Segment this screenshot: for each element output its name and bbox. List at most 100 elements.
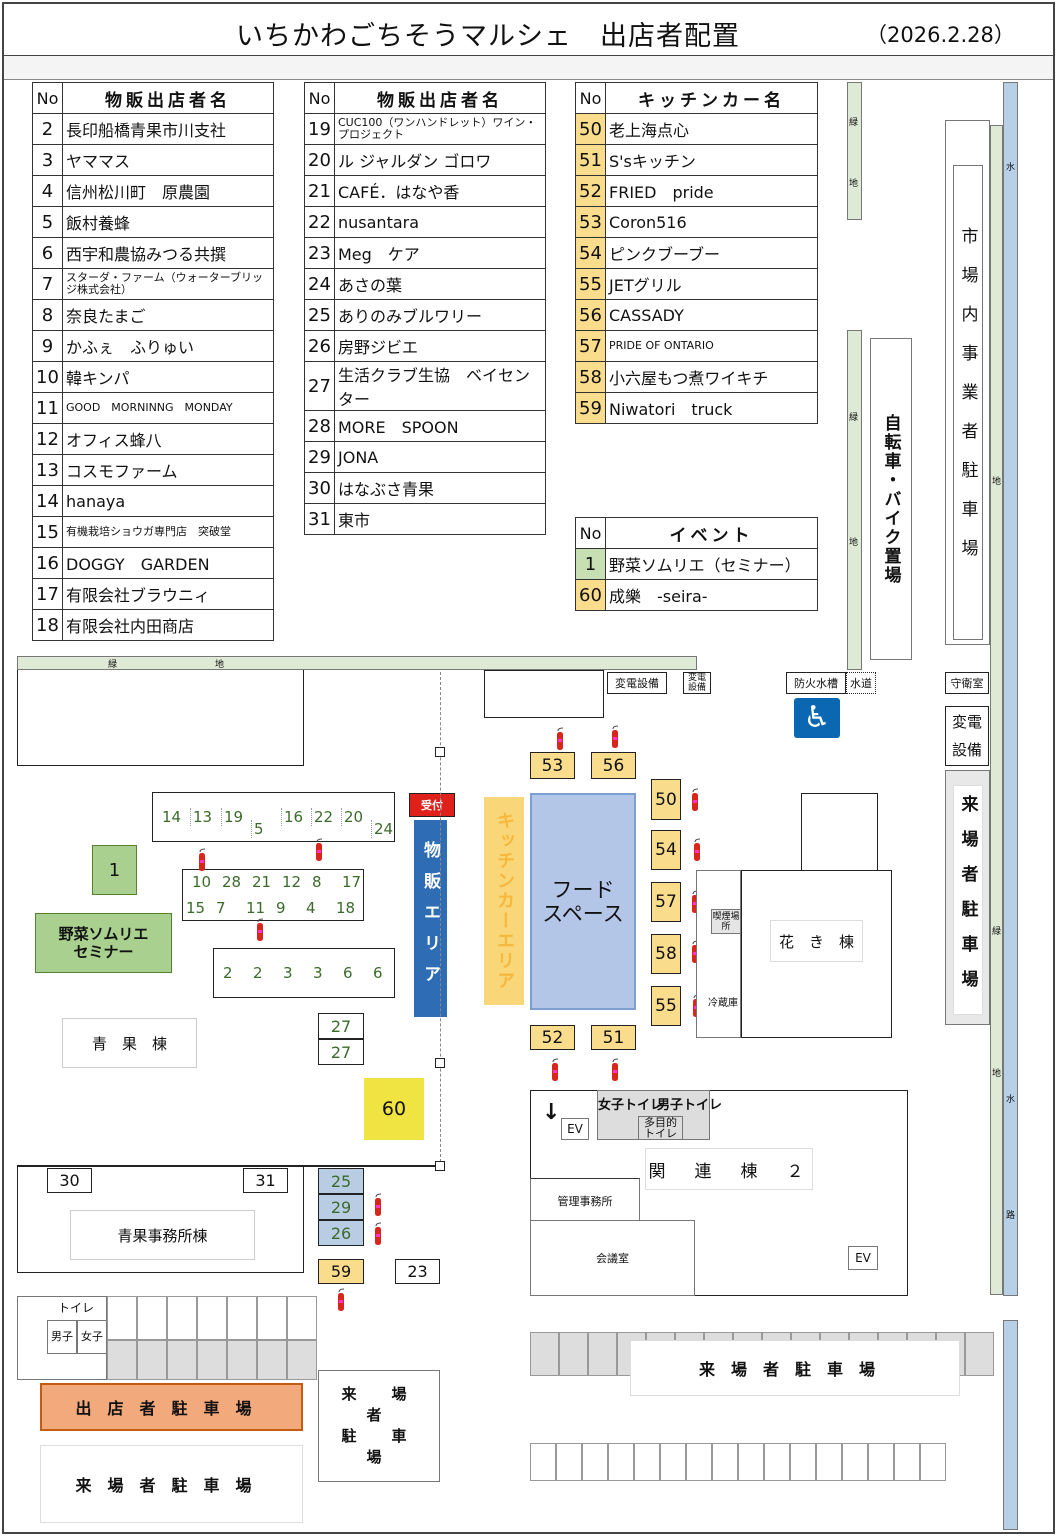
row-name: 飯村養蜂 bbox=[62, 206, 274, 238]
bike-parking: 自転車・バイク置場 bbox=[870, 338, 912, 660]
booth-cell: 28 bbox=[222, 873, 242, 891]
smoking-area: 喫煙場所 bbox=[711, 909, 741, 934]
row-number: 54 bbox=[575, 237, 606, 269]
market-parking-label: 市場内事業者駐車場 bbox=[953, 165, 983, 640]
row-name: 西宇和農協みつる共撰 bbox=[62, 237, 274, 269]
booth-cell: 6 bbox=[343, 964, 353, 982]
row-name: ル ジャルダン ゴロワ bbox=[334, 144, 546, 176]
row-number: 15 bbox=[32, 516, 63, 548]
booth-cell: 15 bbox=[186, 899, 206, 917]
kitchen-car-56: 56 bbox=[591, 752, 636, 779]
booth-cell: 4 bbox=[306, 899, 316, 917]
row-number: 18 bbox=[32, 609, 63, 641]
row-name: 長印船橋青果市川支社 bbox=[62, 113, 274, 145]
strip-label: 緑 bbox=[849, 118, 859, 128]
parking-space bbox=[197, 1296, 227, 1340]
booth-27b: 27 bbox=[318, 1039, 364, 1065]
staff-parking: 出店者駐車場 bbox=[40, 1383, 303, 1431]
row-number: 31 bbox=[304, 503, 335, 535]
row-name: 韓キンパ bbox=[62, 361, 274, 393]
fire-water-tank: 防火水槽 bbox=[786, 672, 846, 694]
row-name: スターダ・ファーム（ウォーターブリッジ株式会社） bbox=[62, 268, 274, 300]
row-number: 29 bbox=[304, 441, 335, 473]
row-number: 52 bbox=[575, 175, 606, 207]
row-name: Niwatori truck bbox=[605, 392, 818, 424]
booth-60: 60 bbox=[364, 1078, 424, 1140]
row-name: ヤママス bbox=[62, 144, 274, 176]
strip-label: 路 bbox=[1006, 1211, 1016, 1221]
female-toilet-small: 女子 bbox=[77, 1320, 107, 1354]
booth-cell: 10 bbox=[192, 873, 212, 891]
booth-cell: 6 bbox=[373, 964, 383, 982]
row-name: あさの葉 bbox=[334, 268, 546, 300]
kitchen-car-51: 51 bbox=[591, 1025, 636, 1050]
row-name: オフィス蜂八 bbox=[62, 423, 274, 455]
strip-label: 緑 bbox=[849, 413, 859, 423]
row-name: ありのみブルワリー bbox=[334, 299, 546, 331]
row-number: 14 bbox=[32, 485, 63, 517]
waterway bbox=[1003, 82, 1018, 1296]
booth-25: 25 bbox=[318, 1168, 364, 1194]
parking-space bbox=[137, 1340, 167, 1380]
booth-cell: 20 bbox=[341, 808, 363, 826]
row-number: 13 bbox=[32, 454, 63, 486]
row-number: 8 bbox=[32, 299, 63, 331]
strip-label: 緑 bbox=[992, 927, 1002, 937]
parking-space bbox=[257, 1296, 287, 1340]
row-name: 有機栽培ショウガ専門店 突破堂 bbox=[62, 516, 274, 548]
booth-cell: 8 bbox=[312, 873, 322, 891]
parking-space bbox=[660, 1443, 686, 1481]
parking-space bbox=[530, 1443, 556, 1481]
admin-office: 管理事務所 bbox=[530, 1178, 640, 1223]
booth-row-a bbox=[152, 792, 395, 842]
row-number: 26 bbox=[304, 330, 335, 362]
name-header: 物販出店者名 bbox=[62, 82, 274, 114]
row-name: 東市 bbox=[334, 503, 546, 535]
guard-room: 守衛室 bbox=[945, 672, 989, 694]
strip-label: 水 bbox=[1006, 163, 1016, 173]
kitchen-car-53: 53 bbox=[530, 752, 575, 779]
row-number: 23 bbox=[304, 237, 335, 269]
row-name: 信州松川町 原農園 bbox=[62, 175, 274, 207]
row-number: 51 bbox=[575, 144, 606, 176]
row-name: GOOD MORNINNG MONDAY bbox=[62, 392, 274, 424]
kitchen-car-52: 52 bbox=[530, 1025, 575, 1050]
row-number: 19 bbox=[304, 113, 335, 145]
ground-label: 地 bbox=[215, 660, 225, 670]
green-strip-top bbox=[17, 656, 697, 670]
no-header: No bbox=[575, 82, 606, 114]
row-name: Coron516 bbox=[605, 206, 818, 238]
arrow-down-icon: ↓ bbox=[542, 1100, 561, 1125]
booth-30: 30 bbox=[47, 1168, 92, 1193]
kitchen-car-55: 55 bbox=[651, 986, 681, 1026]
booth-1: 1 bbox=[92, 845, 137, 895]
parking-space bbox=[712, 1443, 738, 1481]
row-number: 25 bbox=[304, 299, 335, 331]
visitor-parking-right: 来場者駐車場 bbox=[953, 785, 983, 1015]
female-toilet: 女子トイレ bbox=[598, 1098, 664, 1113]
strip-label: 水 bbox=[1006, 1095, 1016, 1105]
event-date: （2026.2.28） bbox=[866, 23, 1015, 47]
toilet-label: トイレ bbox=[58, 1301, 95, 1315]
parking-space bbox=[167, 1296, 197, 1340]
row-name: JETグリル bbox=[605, 268, 818, 300]
waterway-bottom bbox=[1003, 1320, 1018, 1530]
green-strip-right-top bbox=[847, 82, 862, 220]
